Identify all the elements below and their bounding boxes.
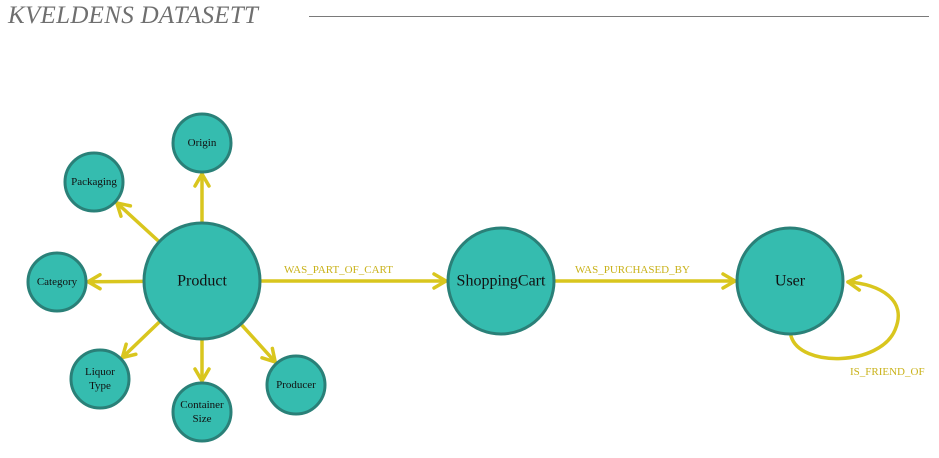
edge-is-friend-of-arrowhead xyxy=(846,274,863,292)
edge-product-origin-arrowhead xyxy=(193,172,211,188)
edge-label-was-purchased-by: WAS_PURCHASED_BY xyxy=(575,264,690,276)
page-title: KVELDENS DATASETT xyxy=(8,2,259,29)
edges-layer: WAS_PART_OF_CART WAS_PURCHASED_BY IS_FRIEN… xyxy=(86,172,925,383)
node-producer: Producer xyxy=(265,354,327,416)
node-producer-label: Producer xyxy=(276,379,316,391)
edge-was-purchased-by-arrowhead xyxy=(721,272,737,290)
edge-product-category-arrowhead xyxy=(86,272,102,291)
node-category: Category xyxy=(26,251,88,313)
edge-label-is-friend-of: IS_FRIEND_OF xyxy=(850,366,925,378)
node-container-size-label: Container xyxy=(180,399,224,411)
node-container-size-label: Size xyxy=(193,413,212,425)
node-product-label: Product xyxy=(177,273,227,290)
nodes-layer: Product OriginPackagingCategoryLiquorType… xyxy=(26,112,845,443)
node-liquor-type-label: Type xyxy=(89,380,111,392)
node-shopping-cart-circle xyxy=(446,226,556,336)
node-product: Product xyxy=(142,221,262,341)
edge-product-producer-arrowhead xyxy=(260,346,277,364)
edge-was-part-of-cart-arrowhead xyxy=(432,272,448,290)
node-producer-circle xyxy=(265,354,327,416)
node-packaging: Packaging xyxy=(63,151,125,213)
edge-product-packaging-line xyxy=(115,201,161,243)
edge-product-liquor-type-line xyxy=(120,320,162,360)
node-packaging-circle xyxy=(63,151,125,213)
edge-product-producer-line xyxy=(239,323,277,364)
node-origin-label: Origin xyxy=(188,137,217,149)
edge-is-friend-of-loop xyxy=(789,280,900,361)
node-shopping-cart-label: ShoppingCart xyxy=(457,273,546,290)
edge-product-liquor-type-arrowhead xyxy=(120,342,138,360)
node-origin: Origin xyxy=(171,112,233,174)
node-user-label: User xyxy=(775,273,806,290)
node-user: User xyxy=(735,226,845,336)
node-container-size-circle xyxy=(171,381,233,443)
node-origin-circle xyxy=(171,112,233,174)
node-shopping-cart: ShoppingCart xyxy=(446,226,556,336)
node-category-circle xyxy=(26,251,88,313)
node-liquor-type-circle xyxy=(69,348,131,410)
edge-product-packaging-arrowhead xyxy=(115,201,133,218)
node-user-circle xyxy=(735,226,845,336)
node-liquor-type-label: Liquor xyxy=(85,366,115,378)
node-packaging-label: Packaging xyxy=(71,176,117,188)
title-divider xyxy=(309,16,929,17)
node-category-label: Category xyxy=(37,276,78,288)
node-product-circle xyxy=(142,221,262,341)
edge-label-was-part-of-cart: WAS_PART_OF_CART xyxy=(284,264,393,276)
edge-product-container-size-arrowhead xyxy=(193,367,211,383)
